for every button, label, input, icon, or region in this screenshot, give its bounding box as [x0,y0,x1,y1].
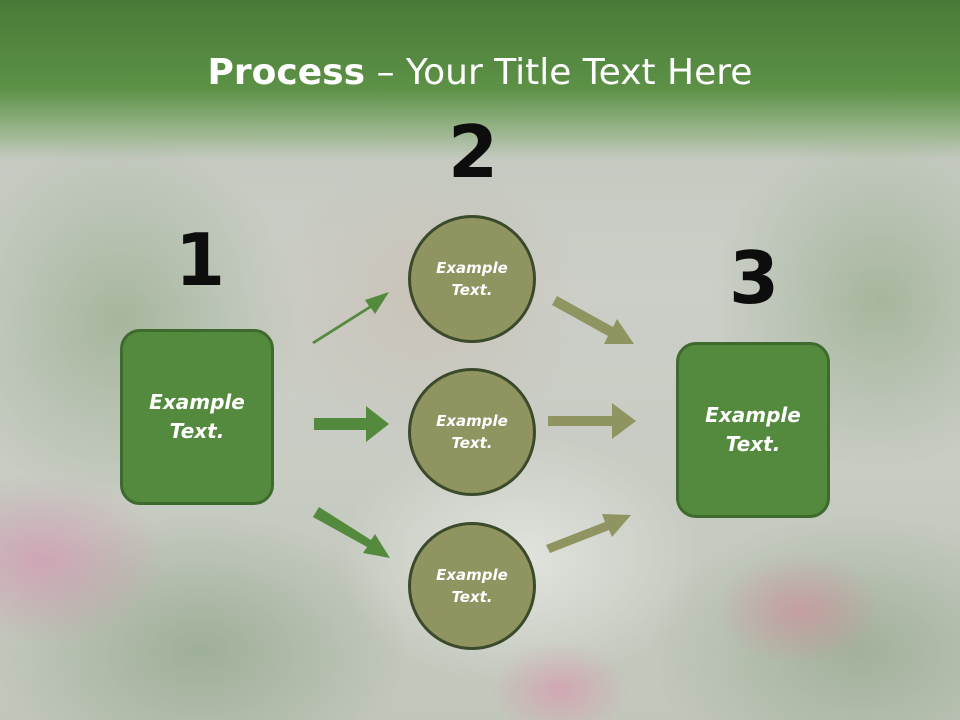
step-3-text-line1: Example [705,403,801,427]
circle-top-text-line1: Example [436,258,508,277]
circle-middle-text-line1: Example [436,411,508,430]
arrow-left-down[interactable] [313,507,390,558]
circle-top-text-line2: Text. [451,281,493,299]
step-number-2[interactable]: 2 [447,110,499,194]
circle-bottom-text-line2: Text. [451,588,493,606]
title-bar [0,0,960,160]
step-1-box[interactable]: Example Text. [120,329,274,505]
arrow-left-middle[interactable] [314,406,389,442]
circle-top[interactable]: Example Text. [408,215,536,343]
step-1-text-line2: Text. [169,419,225,443]
title-rest: – Your Title Text Here [365,52,753,93]
step-1-text-line1: Example [149,390,245,414]
arrow-right-down[interactable] [552,296,634,344]
arrow-right-middle[interactable] [548,403,636,439]
circle-middle-text-line2: Text. [451,434,493,452]
step-3-box[interactable]: Example Text. [676,342,830,518]
title-bold: Process [207,52,366,93]
circle-bottom-text-line1: Example [436,565,508,584]
step-number-3[interactable]: 3 [728,236,780,320]
arrow-left-up[interactable] [312,292,389,344]
circle-middle[interactable]: Example Text. [408,368,536,496]
circle-bottom[interactable]: Example Text. [408,522,536,650]
arrow-right-up[interactable] [546,514,631,553]
step-number-1[interactable]: 1 [174,218,226,302]
step-3-text-line2: Text. [725,432,781,456]
slide-title[interactable]: Process – Your Title Text Here [0,52,960,93]
